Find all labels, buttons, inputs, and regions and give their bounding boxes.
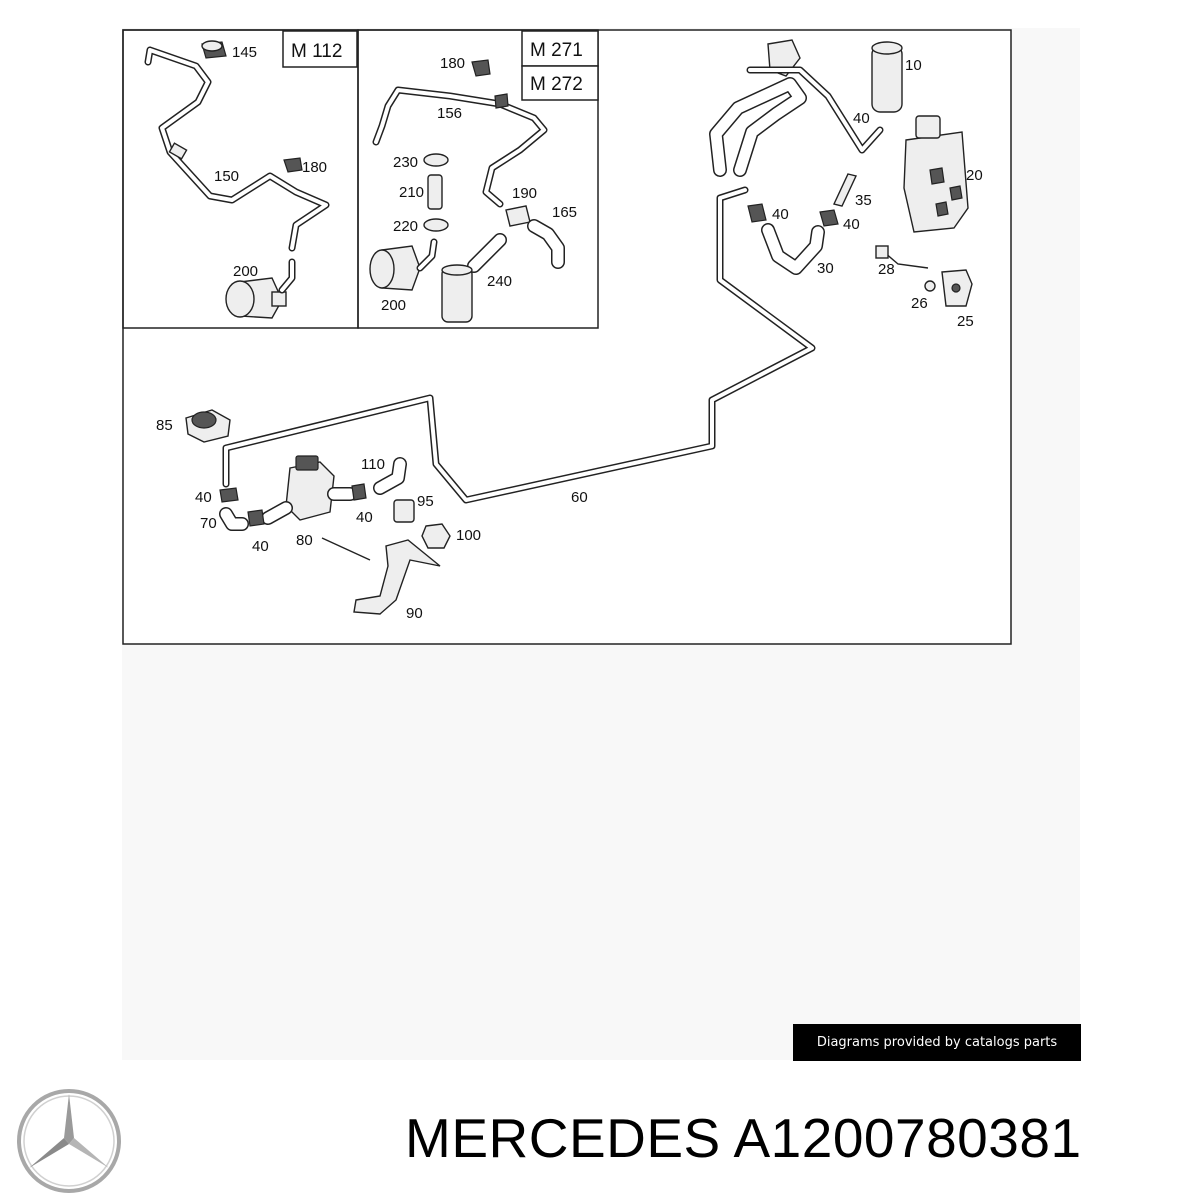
part-label: 40 [195, 489, 212, 506]
part-label: 28 [878, 261, 895, 278]
part-label: 165 [552, 204, 577, 221]
part-label: 200 [381, 297, 406, 314]
part-label: 230 [393, 154, 418, 171]
part-label: 240 [487, 273, 512, 290]
part-label: 25 [957, 313, 974, 330]
main-drawing [185, 39, 973, 615]
part-label: 35 [855, 192, 872, 209]
inset-m271-m272-frame [357, 29, 599, 329]
part-label: 60 [571, 489, 588, 506]
diagram-frame [122, 29, 1012, 645]
part-label: 95 [417, 493, 434, 510]
part-label: 145 [232, 44, 257, 61]
part-label: 190 [512, 185, 537, 202]
part-label: 90 [406, 605, 423, 622]
engine-tag-m112: M 112 [291, 41, 342, 62]
engine-tag-m272: M 272 [530, 74, 583, 95]
part-label: 110 [361, 456, 385, 473]
part-label: 40 [853, 110, 870, 127]
part-label: 156 [437, 105, 462, 122]
part-label: 10 [905, 57, 922, 74]
part-label: 30 [817, 260, 834, 277]
part-label: 220 [393, 218, 418, 235]
part-label: 85 [156, 417, 173, 434]
part-label: 40 [356, 509, 373, 526]
part-label: 40 [843, 216, 860, 233]
part-label: 80 [296, 532, 313, 549]
part-label: 40 [252, 538, 269, 555]
part-label: 20 [966, 167, 983, 184]
part-label: 200 [233, 263, 258, 280]
part-number-title: MERCEDES A1200780381 [405, 1107, 1082, 1169]
engine-tag-m271: M 271 [530, 40, 583, 61]
engine-tag-box [521, 30, 599, 67]
engine-tag-box [282, 30, 358, 68]
part-label: 100 [456, 527, 481, 544]
part-label: 210 [399, 184, 424, 201]
diagram-credit-caption: Diagrams provided by catalogs parts [793, 1024, 1081, 1061]
inset-m112-drawing [144, 40, 330, 319]
part-label: 40 [772, 206, 789, 223]
part-label: 70 [200, 515, 217, 532]
part-label: 150 [214, 168, 239, 185]
mercedes-star-icon [17, 1089, 121, 1193]
part-label: 180 [302, 159, 327, 176]
part-label: 26 [911, 295, 928, 312]
engine-tag-box [521, 65, 599, 101]
inset-m271-m272-drawing [369, 59, 565, 323]
part-label: 180 [440, 55, 465, 72]
